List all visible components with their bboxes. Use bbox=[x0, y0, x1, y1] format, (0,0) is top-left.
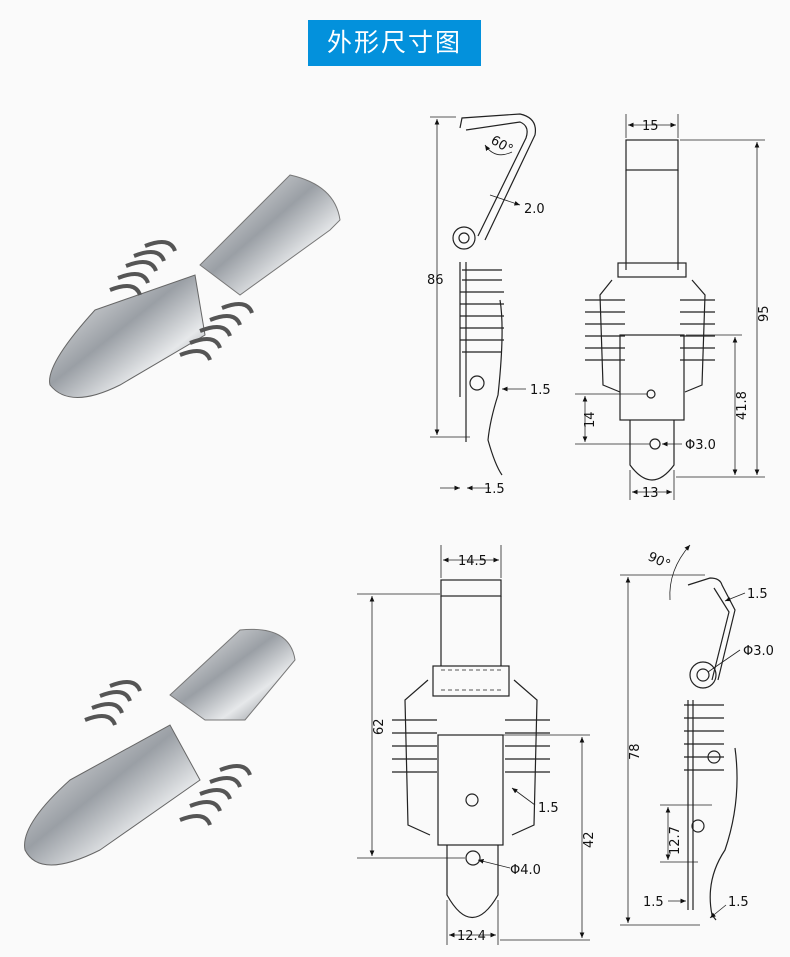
product-photo-top bbox=[49, 174, 341, 398]
dim-hole-diameter-3: Φ3.0 bbox=[685, 438, 716, 453]
dim-thickness-1.5: 1.5 bbox=[747, 587, 768, 602]
top-front-view: 15 95 41.8 14 Φ3.0 13 bbox=[575, 114, 772, 501]
dim-top-width-14.5: 14.5 bbox=[458, 554, 487, 569]
dim-base-1.5: 1.5 bbox=[484, 482, 505, 497]
dim-bottom-width-12.4: 12.4 bbox=[457, 929, 486, 944]
dim-hole-offset-12.7: 12.7 bbox=[668, 826, 683, 855]
bottom-front-view: 14.5 62 42 1.5 Φ4.0 12.4 bbox=[357, 545, 597, 945]
dim-base-right-1.5: 1.5 bbox=[728, 895, 749, 910]
dim-hole-height-42: 42 bbox=[582, 831, 597, 848]
dim-angle-60: 60° bbox=[488, 133, 515, 158]
dim-thickness-1.5: 1.5 bbox=[538, 801, 559, 816]
dim-height-78: 78 bbox=[628, 743, 643, 760]
dim-height-62: 62 bbox=[372, 718, 387, 735]
bottom-side-view: 78 90° 1.5 Φ3.0 12.7 1.5 1.5 bbox=[620, 544, 774, 926]
product-photo-bottom bbox=[24, 628, 296, 866]
dim-hole-height-41.8: 41.8 bbox=[735, 391, 750, 420]
dim-offset-1.5: 1.5 bbox=[530, 383, 551, 398]
dim-height-86: 86 bbox=[427, 273, 444, 288]
dim-angle-90: 90° bbox=[645, 549, 672, 572]
dim-hole-diameter-4: Φ4.0 bbox=[510, 863, 541, 878]
dim-base-left-1.5: 1.5 bbox=[643, 895, 664, 910]
top-side-view: 86 60° 2.0 1.5 1.5 bbox=[427, 113, 551, 497]
dim-hole-offset-14: 14 bbox=[583, 411, 598, 428]
dim-height-95: 95 bbox=[757, 305, 772, 322]
dim-thickness-2: 2.0 bbox=[524, 202, 545, 217]
page-title: 外形尺寸图 bbox=[308, 20, 481, 66]
dim-pin-diameter-3: Φ3.0 bbox=[743, 644, 774, 659]
dim-top-width-15: 15 bbox=[642, 119, 659, 134]
dim-bottom-width-13: 13 bbox=[642, 486, 659, 501]
